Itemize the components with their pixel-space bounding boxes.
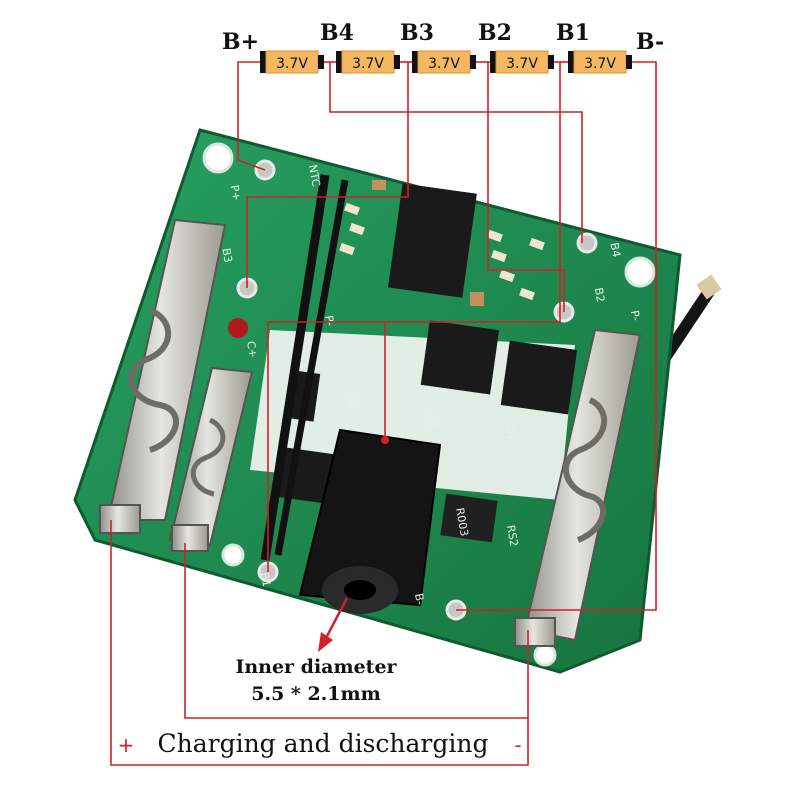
left-clip-small [168, 366, 254, 552]
silk-b3: B3 [219, 247, 234, 264]
silk-q2: Q2 [424, 412, 440, 430]
dc-jack [298, 428, 442, 614]
label-b-minus: B- [636, 29, 664, 55]
cell-4-voltage: 3.7V [506, 56, 538, 72]
mosfet-q1 [500, 340, 578, 415]
silk-b1: B1 [258, 571, 273, 588]
label-b4: B4 [320, 20, 354, 46]
wiring-overlay [110, 61, 657, 766]
shunt-label: R003 [453, 507, 471, 537]
silk-p-plus: P+ [228, 184, 244, 202]
cell-2-voltage: 3.7V [352, 56, 384, 72]
silk-b2: B2 [592, 287, 607, 304]
label-b2: B2 [478, 20, 512, 46]
silk-p-minus-right: P- [628, 309, 643, 321]
led [228, 318, 248, 338]
left-clip-large [99, 218, 227, 534]
caption-minus: - [514, 733, 521, 757]
silk-q3: Q3 [344, 392, 360, 410]
cell-5-voltage: 3.7V [584, 56, 616, 72]
cell-5: 3.7V [568, 50, 632, 74]
mosfet-q2 [420, 320, 500, 395]
jack-arrow [318, 597, 349, 652]
silk-b4: B4 [608, 242, 623, 259]
shunt-resistor [440, 493, 498, 543]
caption-plus: + [118, 733, 135, 757]
cell-3-voltage: 3.7V [428, 56, 460, 72]
silk-c-plus: C+ [244, 340, 260, 359]
silk-q1: Q1 [504, 424, 520, 442]
smd-components [339, 180, 545, 306]
cell-4: 3.7V [490, 50, 554, 74]
silk-ntc: NTC [306, 164, 323, 188]
label-b-plus: B+ [222, 29, 259, 55]
right-clip [514, 328, 642, 647]
label-b1: B1 [556, 20, 590, 46]
wire-tip [696, 274, 722, 300]
jack-dot [381, 436, 389, 444]
cell-1: 3.7V [260, 50, 324, 74]
label-b3: B3 [400, 20, 434, 46]
cell-3: 3.7V [412, 50, 476, 74]
silk-rs2: RS2 [504, 524, 521, 548]
caption-text: Charging and discharging [158, 729, 489, 758]
silk-p-minus: P- [322, 314, 337, 326]
ntc-cable-2 [274, 179, 349, 556]
bms-ic [387, 183, 477, 298]
silk-b-minus: B- [412, 592, 427, 606]
cell-2: 3.7V [336, 50, 400, 74]
jack-note-line1: Inner diameter [235, 656, 397, 678]
ntc-cable [260, 174, 330, 561]
cell-1-voltage: 3.7V [276, 56, 308, 72]
jack-note-line2: 5.5 * 2.1mm [251, 683, 380, 705]
cell-row: 3.7V 3.7V 3.7V 3.7V 3.7V [260, 50, 632, 74]
